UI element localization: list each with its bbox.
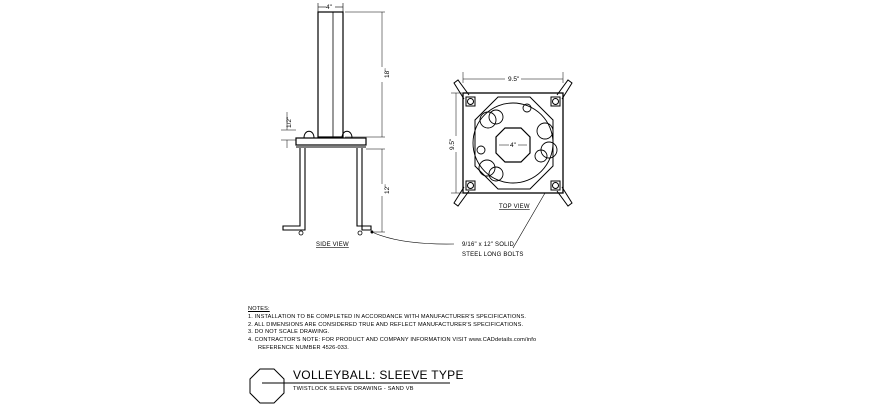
- side-pipe-width-dim: 4": [326, 4, 333, 11]
- note-item-3: 3. DO NOT SCALE DRAWING.: [248, 329, 330, 336]
- top-width-dim: 9.5": [508, 76, 520, 83]
- long-bolts: [453, 79, 573, 207]
- callout-leaders: [370, 192, 546, 249]
- bolt-nuts: [465, 96, 561, 191]
- callout-line-2: STEEL LONG BOLTS: [462, 252, 524, 258]
- top-view: [451, 72, 573, 207]
- notes-heading: NOTES:: [248, 306, 270, 312]
- note-item-1: 1. INSTALLATION TO BE COMPLETED IN ACCOR…: [248, 313, 527, 320]
- drawing-subtitle: TWISTLOCK SLEEVE DRAWING - SAND VB: [293, 386, 414, 392]
- top-plate: [462, 92, 564, 194]
- outer-octagon: [474, 96, 554, 190]
- notes-block: NOTES: 1. INSTALLATION TO BE COMPLETED I…: [248, 306, 536, 353]
- center-octagon: [495, 127, 531, 163]
- top-height-dim: 9.5": [449, 138, 456, 150]
- note-item-2: 2. ALL DIMENSIONS ARE CONSIDERED TRUE AN…: [248, 321, 524, 328]
- title-block: [249, 368, 450, 404]
- side-leg-height-dim: 12": [384, 184, 391, 194]
- sleeve-pipe: [317, 11, 344, 138]
- note-reference: REFERENCE NUMBER 4526-033.: [258, 344, 349, 351]
- top-center-dim: 4": [510, 142, 517, 149]
- bolt-head-left: [303, 130, 315, 139]
- drawing-title: VOLLEYBALL: SLEEVE TYPE: [293, 368, 464, 382]
- callout-line-1: 9/16" x 12" SOLID: [462, 242, 514, 248]
- side-view-label: SIDE VIEW: [316, 242, 349, 248]
- top-view-label: TOP VIEW: [499, 204, 530, 210]
- anchor-bolts: [282, 148, 372, 236]
- note-item-4: 4. CONTRACTOR'S NOTE: FOR PRODUCT AND CO…: [248, 337, 537, 344]
- side-plate-gap-dim: 1/2": [286, 116, 293, 128]
- side-pipe-height-dim: 18": [384, 68, 391, 78]
- sleeve-holes: [476, 103, 558, 182]
- title-octagon-icon: [249, 368, 285, 404]
- base-plate: [295, 137, 367, 146]
- side-view: [281, 3, 385, 236]
